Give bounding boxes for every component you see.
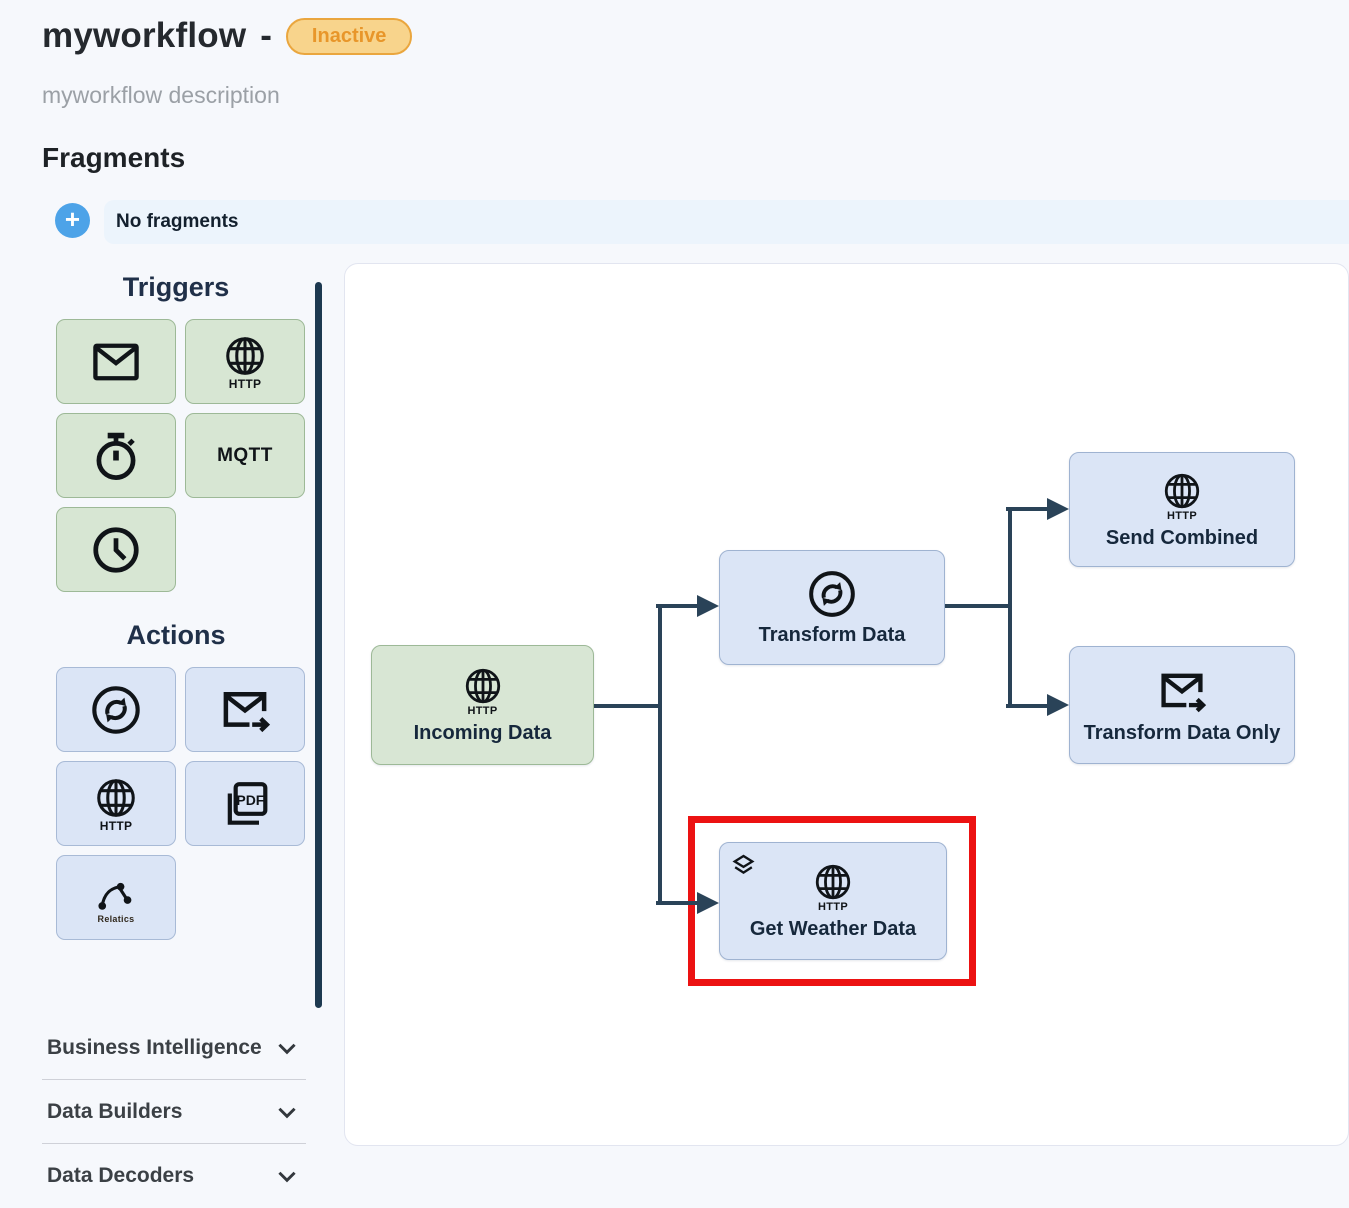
action-transform-button[interactable] (56, 667, 176, 752)
node-label: Send Combined (1105, 526, 1259, 549)
workflow-canvas[interactable]: HTTP Incoming Data Transform Data HTTP S… (344, 263, 1349, 1146)
plus-icon: + (64, 204, 81, 234)
node-protocol-label: HTTP (1167, 509, 1197, 522)
chevron-down-icon (274, 1163, 300, 1189)
globe-icon (93, 775, 139, 821)
http-label: HTTP (228, 376, 262, 391)
arrowhead-to-transform-only (1047, 694, 1069, 716)
category-data-builders[interactable]: Data Builders (42, 1080, 306, 1144)
action-http-button[interactable]: HTTP (56, 761, 176, 846)
palette-categories: Business Intelligence Data Builders Data… (42, 1016, 306, 1208)
category-label: Data Decoders (47, 1164, 195, 1187)
node-label: Get Weather Data (749, 918, 917, 940)
page-description: myworkflow description (42, 82, 280, 108)
http-label: HTTP (99, 818, 133, 833)
edge-transform-branch (943, 507, 1049, 708)
layers-icon (730, 852, 757, 879)
trigger-mqtt-button[interactable]: MQTT (185, 413, 305, 498)
arrowhead-to-transform-data (697, 595, 719, 617)
edge-incoming-branch (592, 604, 699, 905)
mqtt-label: MQTT (217, 444, 273, 466)
arrowhead-to-get-weather (697, 892, 719, 914)
sync-icon (807, 569, 857, 619)
trigger-email-button[interactable] (56, 319, 176, 404)
node-protocol-label: HTTP (467, 705, 498, 717)
stopwatch-icon (89, 429, 143, 483)
node-transform-data[interactable]: Transform Data (719, 550, 945, 665)
relatics-label: Relatics (97, 913, 135, 924)
trigger-timer-button[interactable] (56, 413, 176, 498)
arrowhead-to-send-combined (1047, 498, 1069, 520)
status-badge: Inactive (285, 17, 413, 55)
title-separator: - (260, 16, 272, 55)
page-title: myworkflow (42, 16, 247, 55)
category-label: Data Builders (47, 1099, 183, 1123)
fragments-row: + No fragments (0, 200, 1349, 244)
mail-send-icon (218, 683, 272, 737)
actions-heading: Actions (126, 620, 226, 650)
node-label: Transform Data Only (1083, 722, 1281, 744)
mail-send-icon (1156, 665, 1208, 717)
node-send-combined[interactable]: HTTP Send Combined (1069, 452, 1295, 567)
triggers-heading: Triggers (122, 272, 230, 302)
node-transform-data-only[interactable]: Transform Data Only (1069, 646, 1295, 764)
chevron-down-icon (274, 1099, 300, 1125)
globe-icon (462, 665, 504, 707)
triggers-grid: HTTP MQTT (56, 319, 310, 592)
action-pdf-button[interactable] (185, 761, 305, 846)
page-header: myworkflow - Inactive (42, 16, 413, 56)
globe-icon (812, 861, 854, 903)
clock-icon (89, 523, 143, 577)
trigger-schedule-button[interactable] (56, 507, 176, 592)
palette-scrollbar[interactable] (315, 282, 322, 1008)
node-palette: Triggers HTTP MQTT Actions HTTP (42, 262, 310, 1208)
no-fragments-label: No fragments (116, 211, 239, 232)
category-business-intelligence[interactable]: Business Intelligence (42, 1016, 306, 1080)
globe-icon (222, 333, 268, 379)
node-label: Incoming Data (413, 722, 552, 744)
email-icon (90, 336, 142, 388)
node-get-weather-data[interactable]: HTTP Get Weather Data (719, 842, 947, 960)
node-protocol-label: HTTP (818, 901, 848, 913)
globe-icon (1161, 470, 1203, 512)
category-data-decoders[interactable]: Data Decoders (42, 1144, 306, 1208)
no-fragments-bar: No fragments (104, 200, 1349, 244)
relatics-icon (94, 872, 138, 916)
add-fragment-button[interactable]: + (55, 203, 90, 238)
fragments-heading: Fragments (42, 142, 186, 173)
trigger-http-button[interactable]: HTTP (185, 319, 305, 404)
action-send-email-button[interactable] (185, 667, 305, 752)
sync-icon (90, 684, 142, 736)
chevron-down-icon (274, 1035, 300, 1061)
node-incoming-data[interactable]: HTTP Incoming Data (371, 645, 594, 765)
pdf-icon (217, 776, 273, 832)
actions-grid: HTTP Relatics (56, 667, 310, 940)
node-label: Transform Data (758, 623, 906, 646)
action-relatics-button[interactable]: Relatics (56, 855, 176, 940)
category-label: Business Intelligence (47, 1035, 262, 1059)
